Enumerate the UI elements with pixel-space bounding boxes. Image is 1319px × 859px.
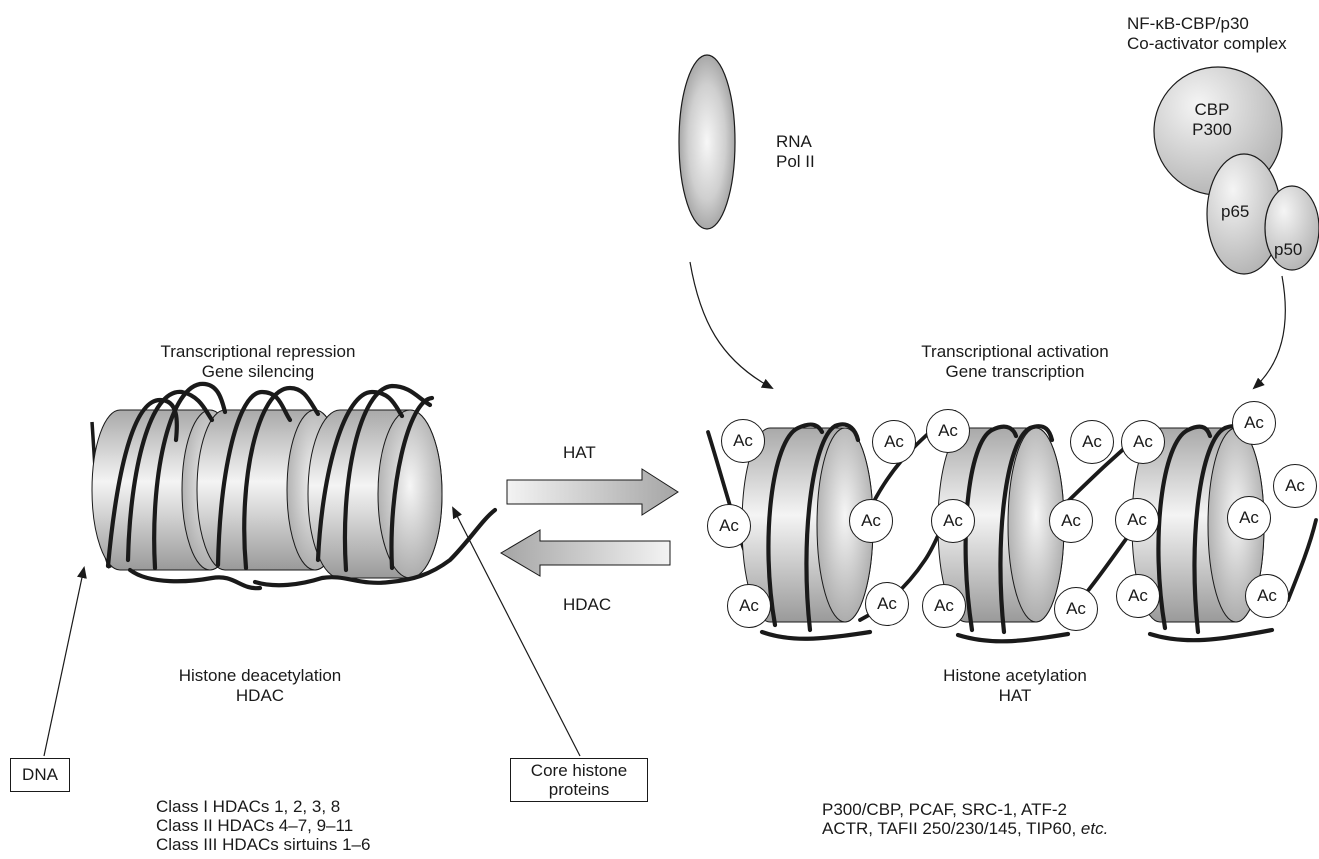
- cbp-p300-label: CBP P300: [1182, 100, 1242, 140]
- acetylation-caption-line2: HAT: [915, 686, 1115, 706]
- hat-enzymes-line1: P300/CBP, PCAF, SRC-1, ATF-2: [822, 800, 1108, 819]
- hat-enzymes-line2-main: ACTR, TAFII 250/230/145, TIP60,: [822, 819, 1081, 838]
- hdac-arrow: [501, 530, 670, 576]
- rna-pol-pointer: [690, 262, 772, 388]
- hat-arrow-label: HAT: [563, 443, 596, 463]
- dna-label-box: DNA: [10, 758, 70, 792]
- acetyl-mark: Ac: [926, 409, 970, 453]
- acetyl-mark: Ac: [931, 499, 975, 543]
- acetyl-mark: Ac: [922, 584, 966, 628]
- hdac-arrow-label: HDAC: [563, 595, 611, 615]
- core-histone-line1: Core histone: [511, 761, 647, 780]
- acetyl-mark: Ac: [849, 499, 893, 543]
- hat-enzymes-list: P300/CBP, PCAF, SRC-1, ATF-2 ACTR, TAFII…: [822, 800, 1108, 838]
- acetylation-caption-line1: Histone acetylation: [915, 666, 1115, 686]
- activation-title: Transcriptional activation Gene transcri…: [880, 342, 1150, 382]
- acetyl-mark: Ac: [1232, 401, 1276, 445]
- hdac-classes-list: Class I HDACs 1, 2, 3, 8 Class II HDACs …: [156, 797, 370, 854]
- repression-title-line2: Gene silencing: [130, 362, 386, 382]
- rna-pol-line1: RNA: [776, 132, 815, 152]
- hat-arrow: [507, 469, 678, 515]
- complex-title: NF-κB-CBP/p30 Co-activator complex: [1127, 14, 1287, 54]
- acetyl-mark: Ac: [1227, 496, 1271, 540]
- core-histone-line2: proteins: [511, 780, 647, 799]
- nucleosome-condensed-3: [308, 410, 442, 578]
- acetyl-mark: Ac: [1273, 464, 1317, 508]
- acetyl-mark: Ac: [721, 419, 765, 463]
- cbp-label: CBP: [1182, 100, 1242, 120]
- acetyl-mark: Ac: [1049, 499, 1093, 543]
- rna-pol-label: RNA Pol II: [776, 132, 815, 172]
- complex-title-line1: NF-κB-CBP/p30: [1127, 14, 1287, 34]
- hdac-class-3: Class III HDACs sirtuins 1–6: [156, 835, 370, 854]
- core-histone-label-box: Core histone proteins: [510, 758, 648, 802]
- dna-pointer: [44, 568, 84, 756]
- acetyl-mark: Ac: [1070, 420, 1114, 464]
- hat-enzymes-etc: etc.: [1081, 819, 1108, 838]
- deacetylation-caption-line2: HDAC: [150, 686, 370, 706]
- acetylation-caption: Histone acetylation HAT: [915, 666, 1115, 706]
- acetyl-mark: Ac: [1245, 574, 1289, 618]
- acetyl-mark: Ac: [865, 582, 909, 626]
- acetyl-mark: Ac: [727, 584, 771, 628]
- complex-title-line2: Co-activator complex: [1127, 34, 1287, 54]
- condensed-chromatin: [92, 384, 495, 588]
- repression-title: Transcriptional repression Gene silencin…: [130, 342, 386, 382]
- acetyl-mark: Ac: [1116, 574, 1160, 618]
- hdac-class-2: Class II HDACs 4–7, 9–11: [156, 816, 370, 835]
- p65-label: p65: [1221, 202, 1249, 222]
- acetyl-mark: Ac: [707, 504, 751, 548]
- dna-label: DNA: [22, 765, 58, 784]
- acetyl-mark: Ac: [1115, 498, 1159, 542]
- p300-label: P300: [1182, 120, 1242, 140]
- deacetylation-caption: Histone deacetylation HDAC: [150, 666, 370, 706]
- repression-title-line1: Transcriptional repression: [130, 342, 386, 362]
- open-chromatin: [708, 412, 1316, 641]
- acetyl-mark: Ac: [1121, 420, 1165, 464]
- hdac-class-1: Class I HDACs 1, 2, 3, 8: [156, 797, 370, 816]
- deacetylation-caption-line1: Histone deacetylation: [150, 666, 370, 686]
- acetyl-mark: Ac: [872, 420, 916, 464]
- hat-enzymes-line2: ACTR, TAFII 250/230/145, TIP60, etc.: [822, 819, 1108, 838]
- complex-pointer: [1254, 276, 1285, 388]
- activation-title-line2: Gene transcription: [880, 362, 1150, 382]
- acetyl-mark: Ac: [1054, 587, 1098, 631]
- rna-pol-line2: Pol II: [776, 152, 815, 172]
- p50-label: p50: [1274, 240, 1302, 260]
- activation-title-line1: Transcriptional activation: [880, 342, 1150, 362]
- rna-pol-ii-shape: [679, 55, 735, 229]
